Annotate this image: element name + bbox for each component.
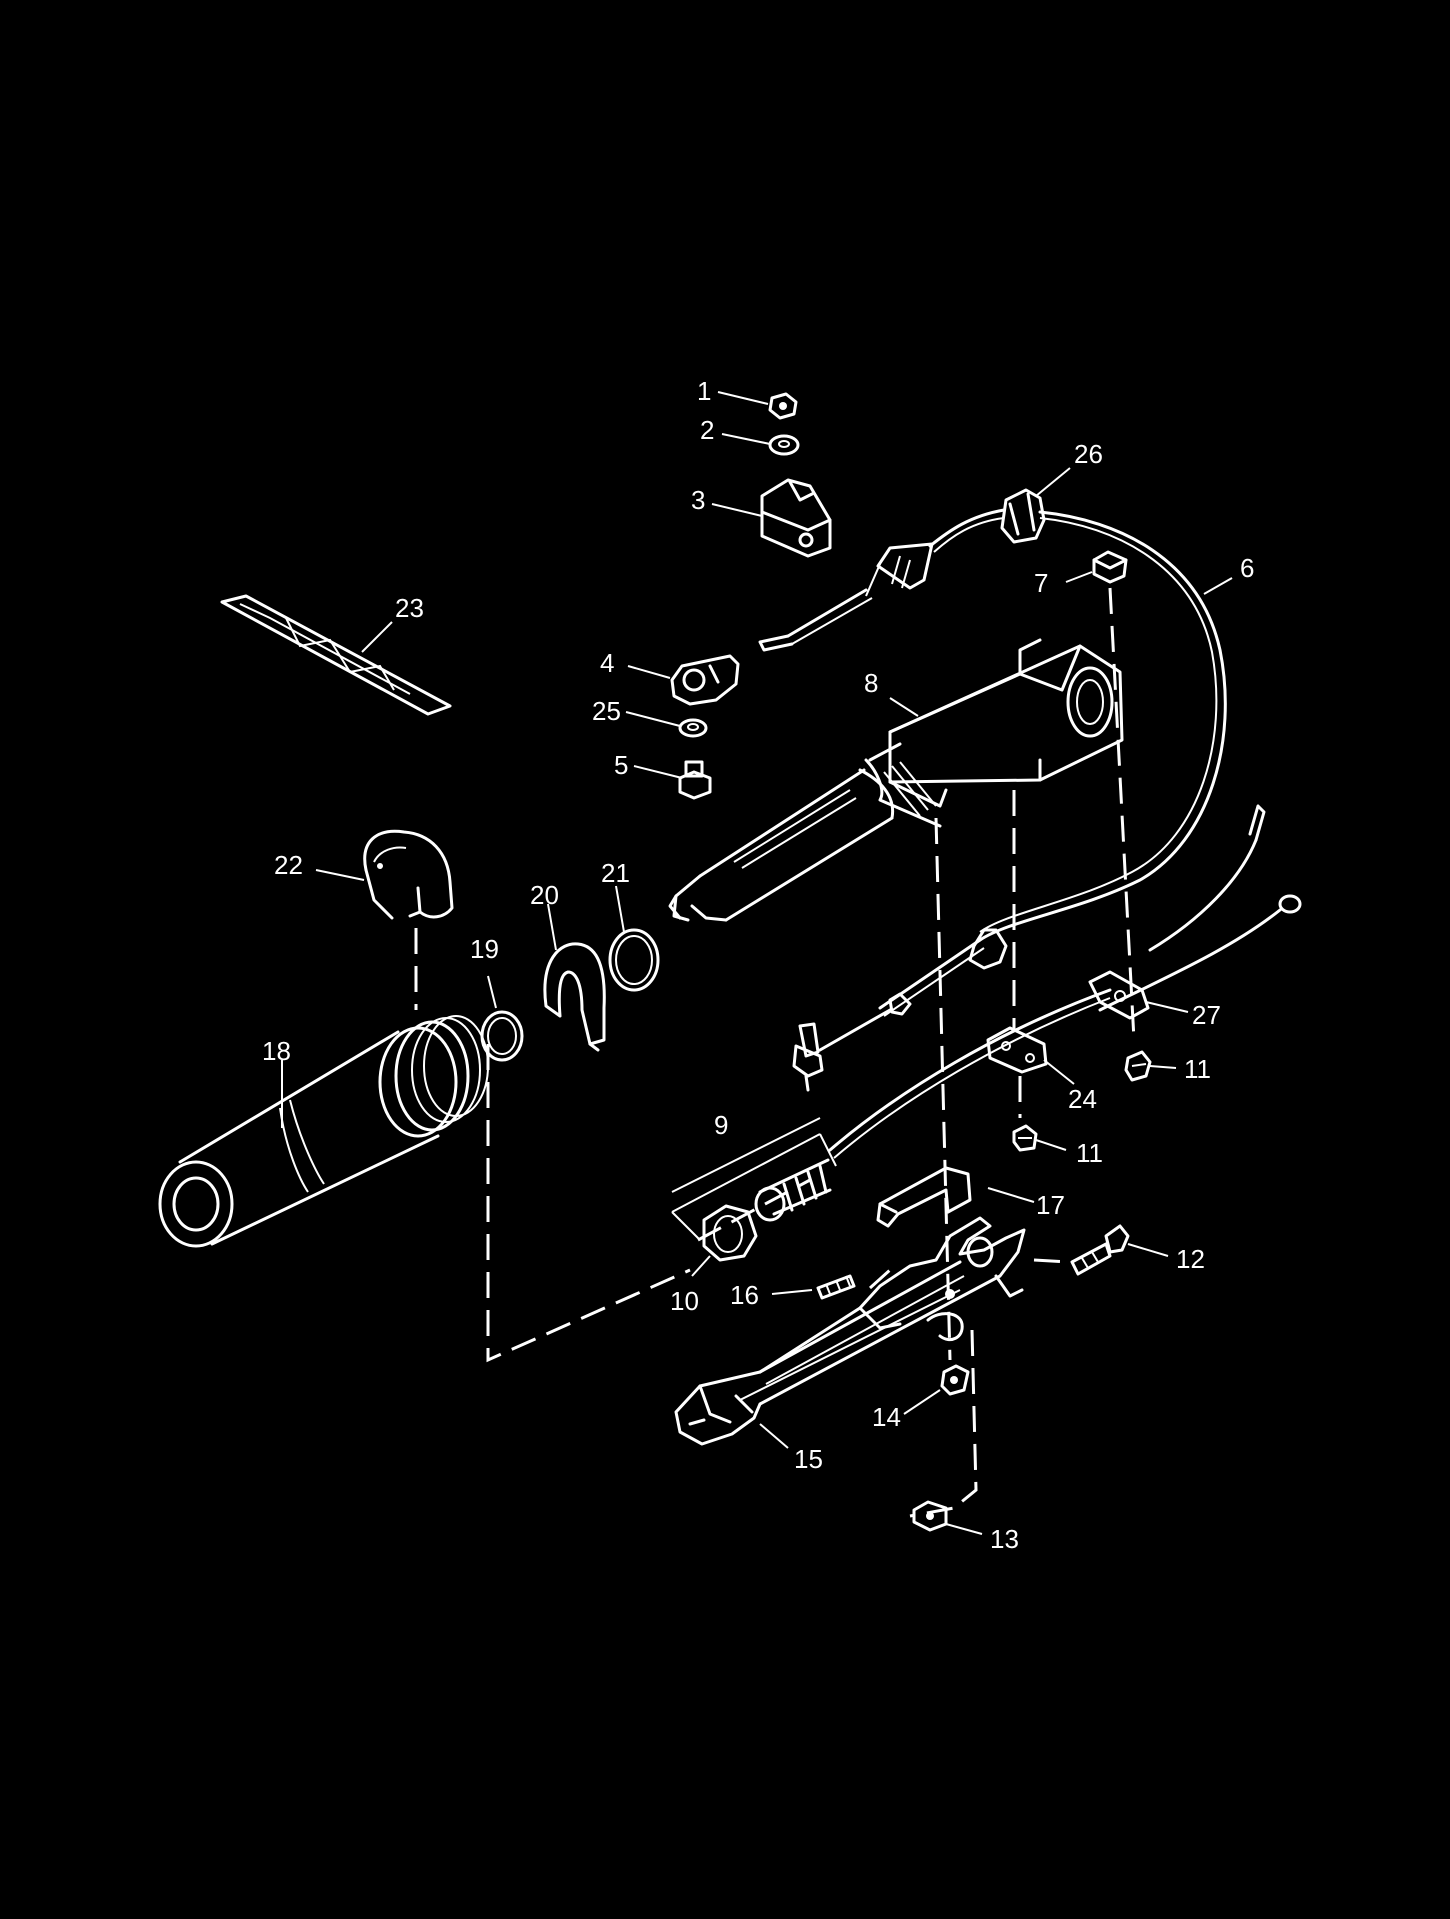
callout-17: 17: [1036, 1190, 1065, 1220]
part-24-bracket: [986, 1026, 1048, 1074]
part-10-nut: [702, 1204, 758, 1262]
part-17-clip: [876, 1166, 972, 1228]
part-13-nut: [912, 1500, 948, 1532]
callout-27: 27: [1192, 1000, 1221, 1030]
callout-2: 2: [700, 415, 714, 445]
callout-21: 21: [601, 858, 630, 888]
callout-9: 9: [714, 1110, 728, 1140]
callout-22: 22: [274, 850, 303, 880]
part-7-clip: [1092, 550, 1128, 584]
part-8-handle: [668, 638, 1124, 922]
callout-23: 23: [395, 593, 424, 623]
callout-9-bracket: [671, 1133, 837, 1241]
part-14-screw: [940, 1364, 970, 1396]
part-23-decal: [220, 594, 452, 716]
callout-4: 4: [600, 648, 614, 678]
callout-14: 14: [872, 1402, 901, 1432]
part-18-grip: [158, 1015, 489, 1248]
callout-19: 19: [470, 934, 499, 964]
part-5-screw: [678, 760, 712, 800]
part-11-screw-a: [1124, 1050, 1152, 1082]
part-4-bracket: [670, 654, 740, 706]
wiring-harness: [792, 804, 1302, 1159]
callout-25: 25: [592, 696, 621, 726]
callout-12: 12: [1176, 1244, 1205, 1274]
callout-10: 10: [670, 1286, 699, 1316]
callout-7: 7: [1034, 568, 1048, 598]
leader-lines: [281, 391, 1233, 1535]
callout-5: 5: [614, 750, 628, 780]
part-21-o-ring: [608, 928, 660, 992]
part-9-connector: [754, 1158, 832, 1222]
callout-18: 18: [262, 1036, 291, 1066]
callout-15: 15: [794, 1444, 823, 1474]
callout-11-lower: 11: [1076, 1138, 1103, 1168]
callout-26: 26: [1074, 439, 1103, 469]
part-15-shift-assembly: [674, 1216, 1026, 1446]
callout-3: 3: [691, 485, 705, 515]
part-6-cable: [758, 508, 1227, 942]
part-11-screw-b: [1012, 1124, 1038, 1152]
part-16-spring: [816, 1274, 856, 1300]
part-12-screw: [1070, 1224, 1130, 1276]
part-1-nut: [768, 392, 798, 420]
callout-6: 6: [1240, 553, 1254, 583]
part-25-washer: [678, 718, 708, 738]
callout-24: 24: [1068, 1084, 1097, 1114]
callout-11-upper: 11: [1184, 1054, 1211, 1084]
part-22-clip: [363, 829, 454, 920]
part-20-u-clip: [543, 942, 606, 1052]
callout-1: 1: [697, 376, 711, 406]
part-3-bracket: [760, 478, 832, 558]
callout-16: 16: [730, 1280, 759, 1310]
part-26-grommet: [1000, 488, 1046, 544]
part-2-washer: [768, 434, 800, 456]
callout-13: 13: [990, 1524, 1019, 1554]
callout-20: 20: [530, 880, 559, 910]
callout-labels: 1 2 3 26 6 7 23 4 8 25 5 22 20 21 19 27 …: [262, 376, 1254, 1554]
callout-8: 8: [864, 668, 878, 698]
assembly-dashed-lines: [414, 587, 1136, 1518]
